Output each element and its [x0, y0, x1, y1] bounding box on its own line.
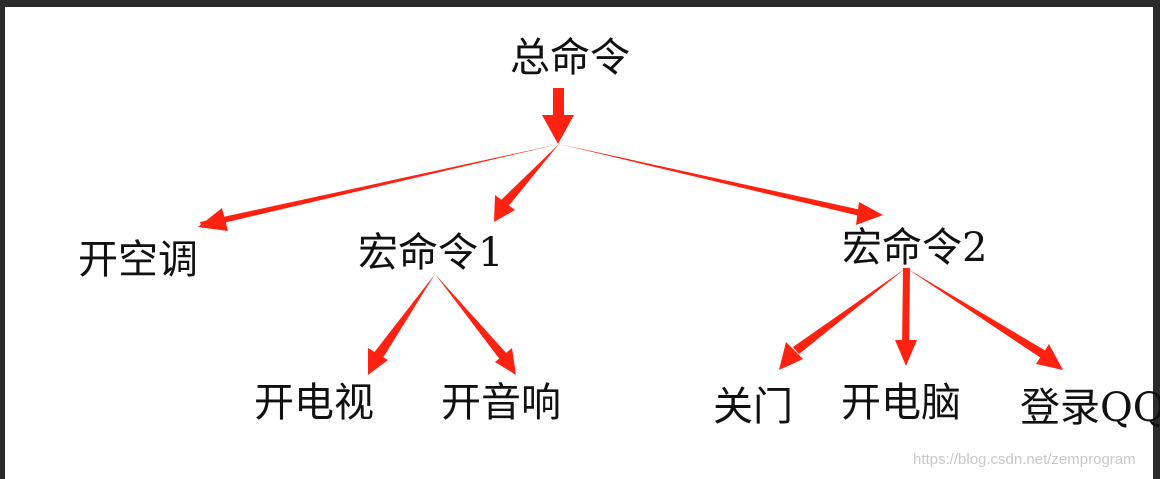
arrow-macro2-to-pc [902, 268, 910, 348]
node-open-tv: 开电视 [254, 380, 374, 426]
watermark-url: https://blog.csdn.net/zemprogram [913, 451, 1136, 468]
node-open-computer: 开电脑 [841, 380, 961, 426]
arrow-root-to-macro2 [559, 144, 866, 217]
arrow-root-to-macro1 [499, 144, 559, 208]
diagram-canvas [5, 7, 1153, 479]
arrowhead-qq [1036, 344, 1063, 370]
node-macro-command-1: 宏命令1 [358, 230, 504, 276]
node-close-door: 关门 [713, 384, 793, 430]
arrow-macro2-to-door [793, 268, 906, 354]
arrow-root-down [542, 88, 574, 144]
node-login-qq: 登录QQ [1020, 385, 1160, 431]
arrow-root-to-ac [200, 144, 559, 228]
arrowhead-ac [198, 208, 228, 231]
arrowhead-pc [895, 340, 917, 366]
arrowhead-macro1 [494, 195, 515, 222]
arrowhead-audio [495, 348, 516, 375]
arrow-macro1-to-audio [435, 274, 508, 361]
node-open-audio: 开音响 [441, 380, 561, 426]
arrowhead-door [779, 342, 803, 370]
node-root-command: 总命令 [510, 35, 630, 81]
arrow-macro1-to-tv [373, 274, 435, 361]
node-open-ac: 开空调 [78, 237, 198, 283]
node-macro-command-2: 宏命令2 [842, 225, 988, 271]
arrow-macro2-to-qq [906, 268, 1046, 358]
arrowhead-macro2 [856, 202, 883, 225]
arrowhead-tv [368, 348, 388, 375]
